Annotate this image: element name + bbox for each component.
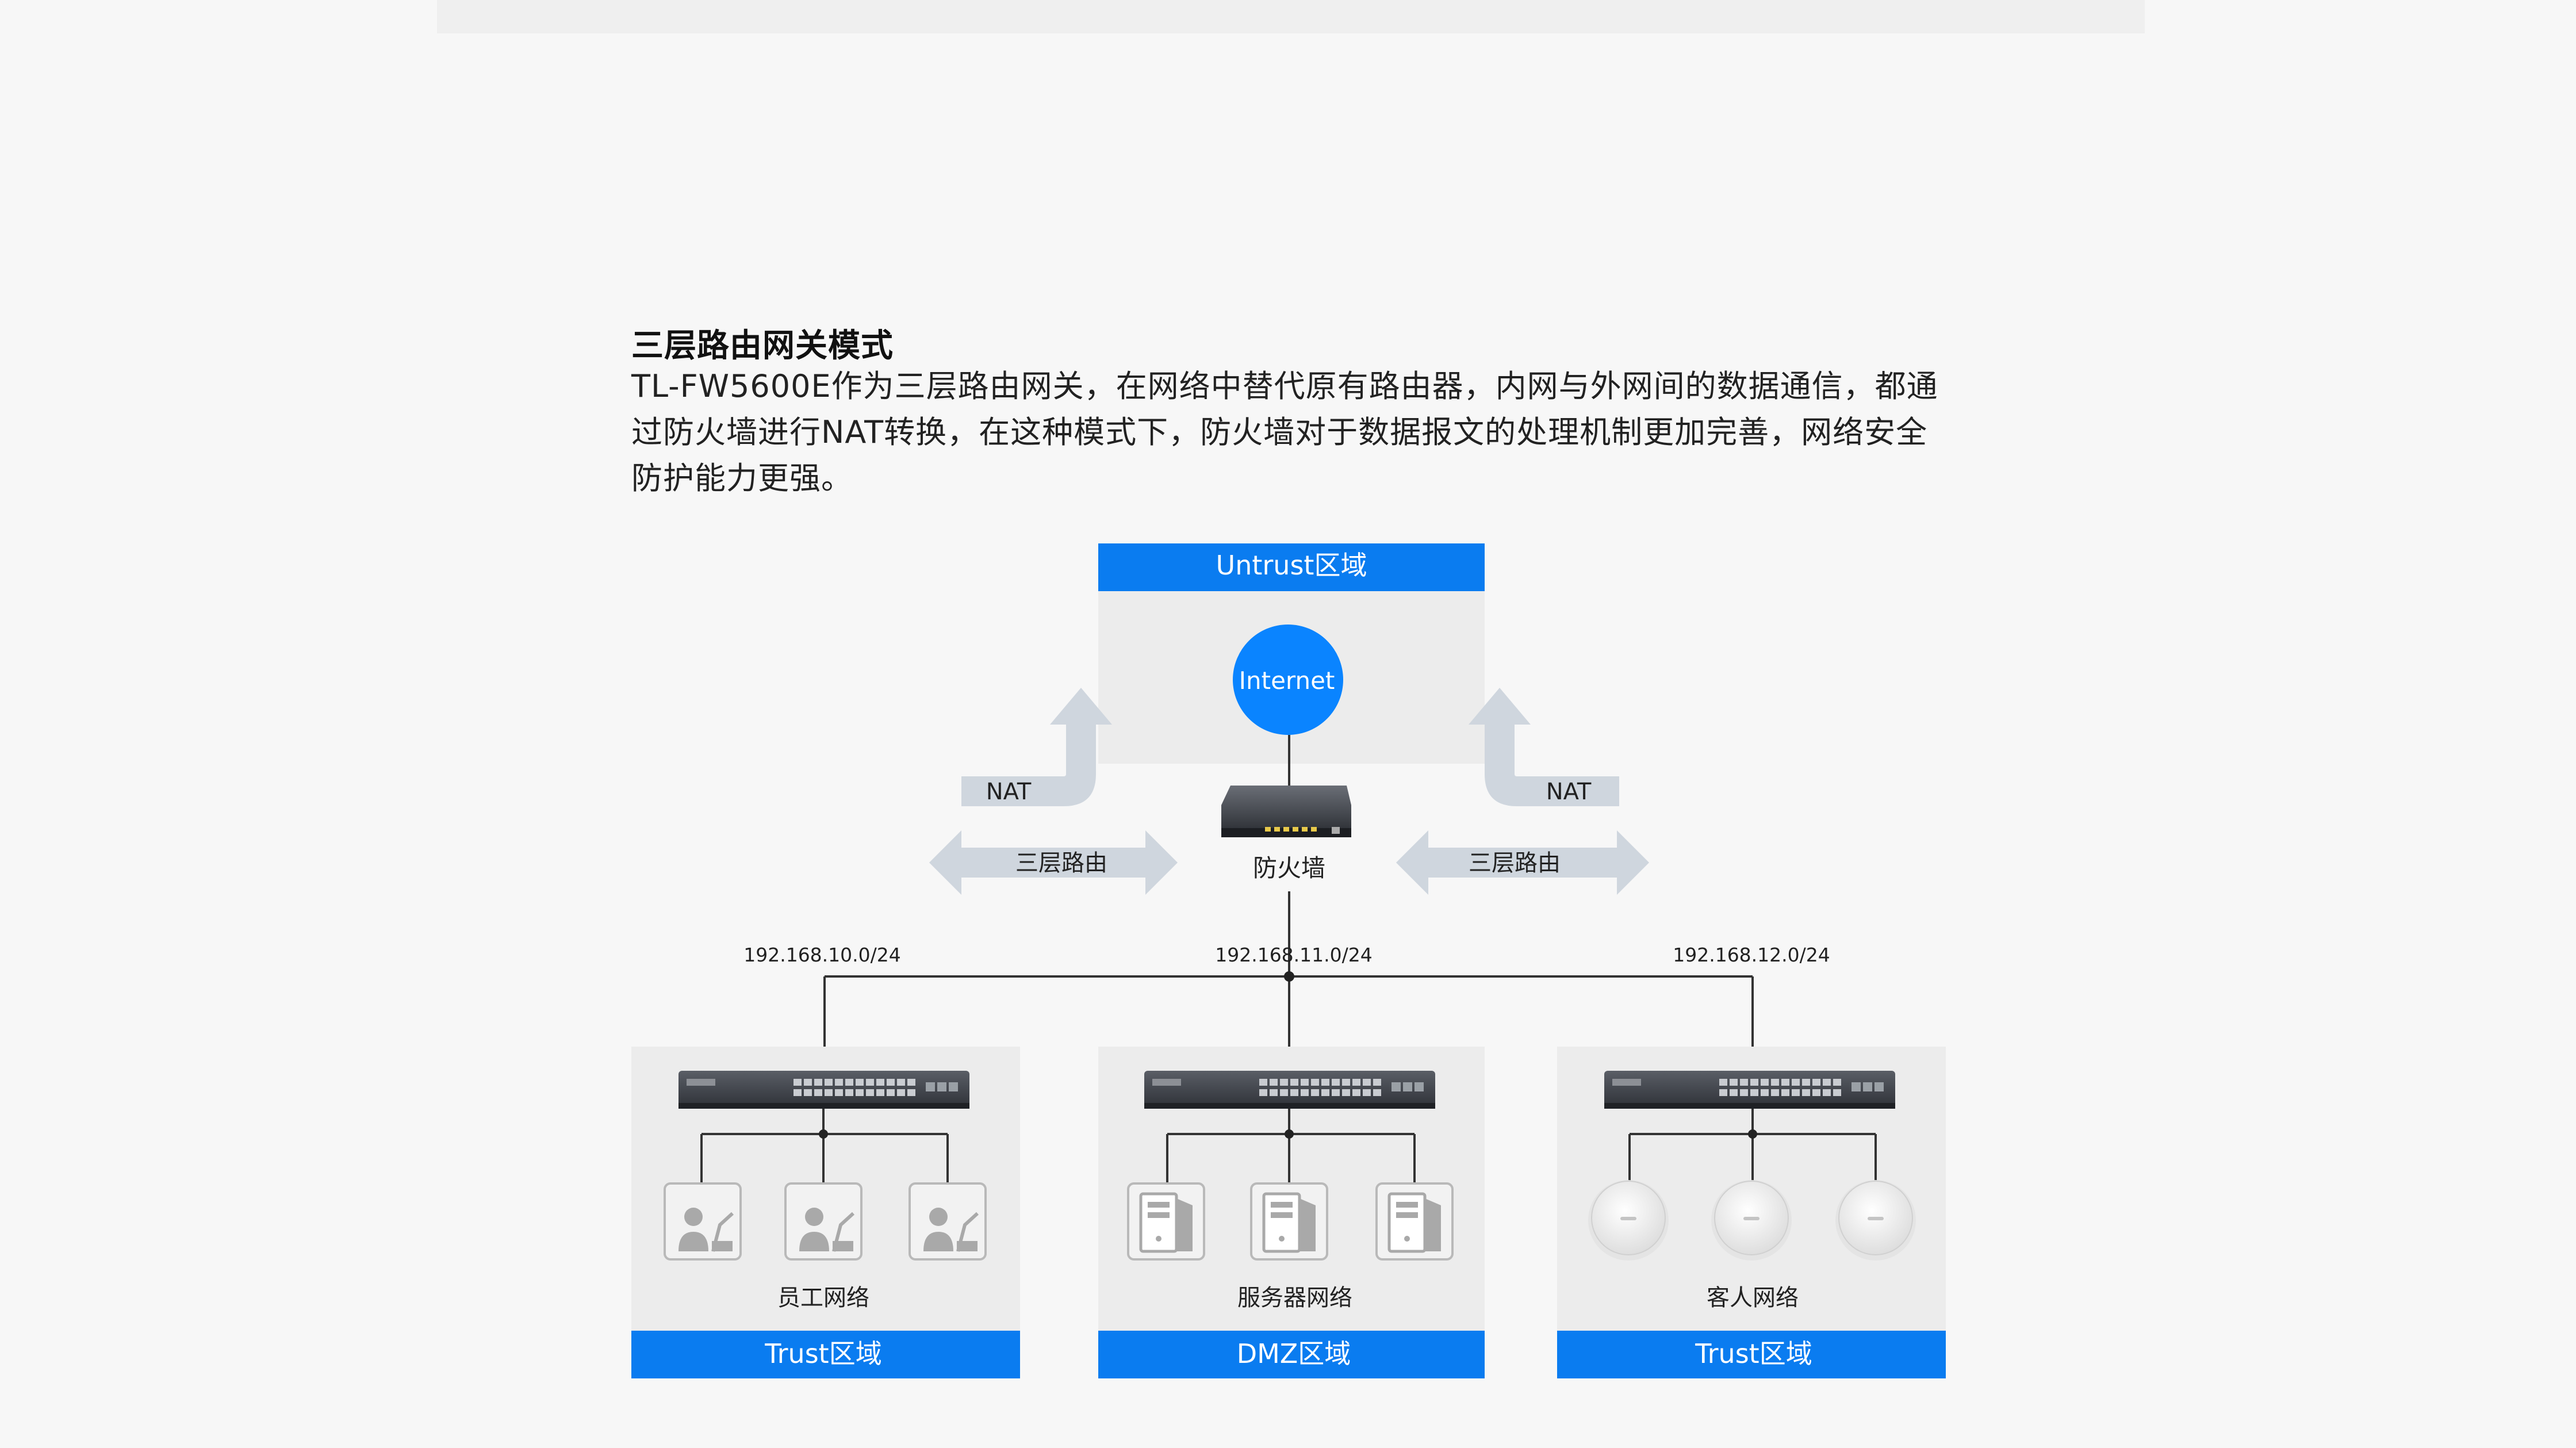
server-icon	[1128, 1183, 1204, 1259]
dmz-zone-bar	[1098, 1331, 1485, 1378]
access-switch-2	[1144, 1071, 1435, 1109]
firewall-label: 防火墙	[1253, 854, 1325, 882]
wireless-ap-icon	[1835, 1179, 1916, 1261]
routing-left-label: 三层路由	[1015, 850, 1107, 876]
wireless-ap-icon	[1711, 1179, 1792, 1261]
firewall-device	[1221, 786, 1351, 837]
nat-right-label: NAT	[1546, 779, 1592, 805]
section-description: TL-FW5600E作为三层路由网关，在网络中替代原有路由器，内网与外网间的数据…	[631, 368, 1938, 496]
trust-zone-bar-1	[631, 1331, 1020, 1378]
routing-arrow-left: 三层路由	[929, 830, 1178, 895]
user-terminal-icon	[785, 1183, 861, 1259]
trust-zone-label-1: Trust区域	[764, 1338, 881, 1369]
access-switch-1	[678, 1071, 969, 1109]
server-icon	[1251, 1183, 1327, 1259]
routing-right-label: 三层路由	[1469, 850, 1561, 876]
routing-arrow-right: 三层路由	[1396, 830, 1649, 895]
wireless-ap-icon	[1588, 1179, 1669, 1261]
nat-arrow-left: NAT	[961, 688, 1112, 806]
subnet-label-1: 192.168.10.0/24	[743, 944, 901, 966]
subnet-label-2: 192.168.11.0/24	[1215, 944, 1373, 966]
section-title: 三层路由网关模式	[631, 327, 894, 365]
trust-zone-bar-2	[1557, 1331, 1946, 1378]
nat-left-label: NAT	[986, 779, 1032, 805]
access-switch-3	[1604, 1071, 1895, 1109]
server-network-group: 服务器网络 DMZ区域	[1098, 1047, 1485, 1378]
backbone-junction	[1284, 971, 1294, 982]
server-icon	[1377, 1183, 1452, 1259]
user-terminal-icon	[665, 1183, 741, 1259]
subnet-label-3: 192.168.12.0/24	[1673, 944, 1830, 966]
user-terminal-icon	[910, 1183, 986, 1259]
group-label-server: 服务器网络	[1237, 1285, 1352, 1311]
nat-arrow-right: NAT	[1469, 688, 1619, 806]
untrust-zone-bar	[1098, 543, 1485, 591]
staff-network-group: 员工网络 Trust区域	[631, 1047, 1020, 1378]
group-label-staff: 员工网络	[777, 1285, 869, 1311]
untrust-zone-label: Untrust区域	[1216, 550, 1367, 581]
group-label-guest: 客人网络	[1707, 1285, 1799, 1311]
trust-zone-label-2: Trust区域	[1695, 1338, 1812, 1369]
guest-network-group: 客人网络 Trust区域	[1557, 1047, 1946, 1378]
top-banner-strip	[437, 0, 2145, 33]
internet-label: Internet	[1239, 666, 1335, 695]
dmz-zone-label: DMZ区域	[1237, 1338, 1351, 1369]
internet-cloud: Internet	[1233, 625, 1343, 735]
